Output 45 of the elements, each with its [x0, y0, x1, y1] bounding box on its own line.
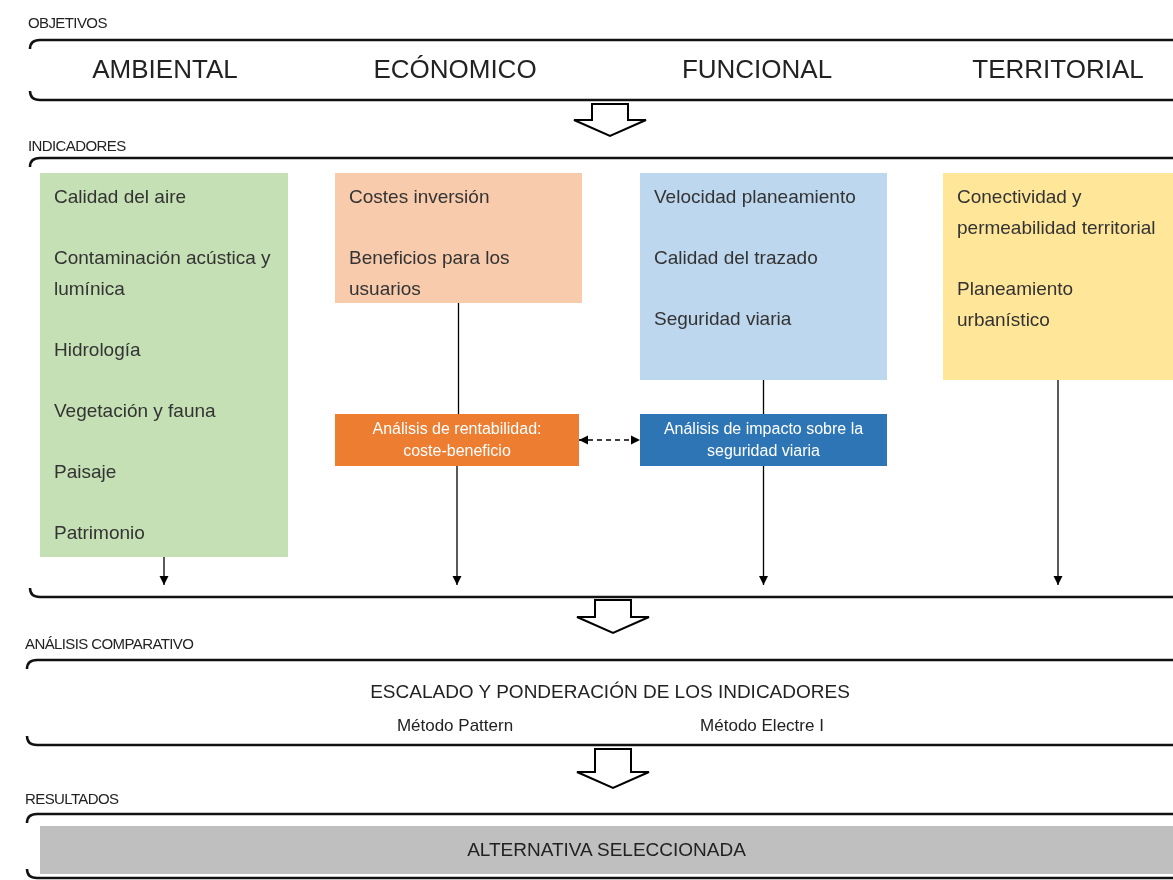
analysis-box — [640, 414, 887, 466]
arrow — [758, 465, 769, 586]
arrow — [452, 465, 462, 586]
hollow-arrow — [576, 599, 650, 635]
indicator-text: Vegetación y fauna — [54, 399, 217, 423]
connector-line — [457, 302, 460, 415]
hollow-arrow — [573, 103, 647, 138]
analysis-box — [335, 414, 579, 466]
section-heading: RESULTADOS — [25, 790, 119, 807]
indicator-box — [335, 173, 582, 303]
indicator-text: Planeamiento urbanístico — [957, 277, 1075, 332]
section-title: ESCALADO Y PONDERACIÓN DE LOS INDICADORES — [370, 681, 850, 703]
indicator-text: Costes inversión — [349, 185, 491, 209]
hollow-arrow — [576, 748, 650, 790]
indicator-text: Contaminación acústica y lumínica — [54, 246, 272, 301]
arrow — [159, 556, 169, 586]
indicator-text: Conectividad y permeabilidad territorial — [957, 185, 1157, 240]
indicator-text: Paisaje — [54, 460, 118, 484]
indicator-text: Calidad del trazado — [654, 246, 819, 270]
category-label: FUNCIONAL — [681, 54, 833, 85]
indicator-text: Velocidad planeamiento — [654, 185, 857, 209]
section-heading: ANÁLISIS COMPARATIVO — [25, 635, 194, 652]
indicator-box — [40, 173, 288, 557]
category-label: TERRITORIAL — [972, 54, 1144, 85]
indicator-text: Calidad del aire — [54, 185, 188, 209]
method-label: Método Electre I — [700, 716, 824, 736]
category-label: ECÓNOMICO — [373, 54, 537, 85]
result-text: ALTERNATIVA SELECCIONADA — [467, 839, 746, 861]
result-box — [40, 826, 1173, 874]
method-label: Método Pattern — [396, 716, 514, 736]
analysis-text: Análisis de rentabilidad: coste-beneficio — [371, 419, 543, 461]
indicator-text: Beneficios para los usuarios — [349, 246, 511, 301]
indicator-box — [943, 173, 1173, 380]
indicator-text: Hidrología — [54, 338, 142, 362]
indicator-text: Seguridad viaria — [654, 307, 793, 331]
category-label: AMBIENTAL — [92, 54, 238, 85]
indicator-box — [640, 173, 887, 380]
dashed-arrow — [578, 435, 641, 445]
connector-line — [762, 379, 765, 415]
section-band — [25, 633, 1173, 749]
section-heading: INDICADORES — [28, 137, 126, 154]
indicator-text: Patrimonio — [54, 521, 146, 545]
arrow — [1053, 379, 1063, 586]
section-heading: OBJETIVOS — [28, 14, 107, 31]
analysis-text: Análisis de impacto sobre la seguridad viaria — [662, 419, 865, 461]
